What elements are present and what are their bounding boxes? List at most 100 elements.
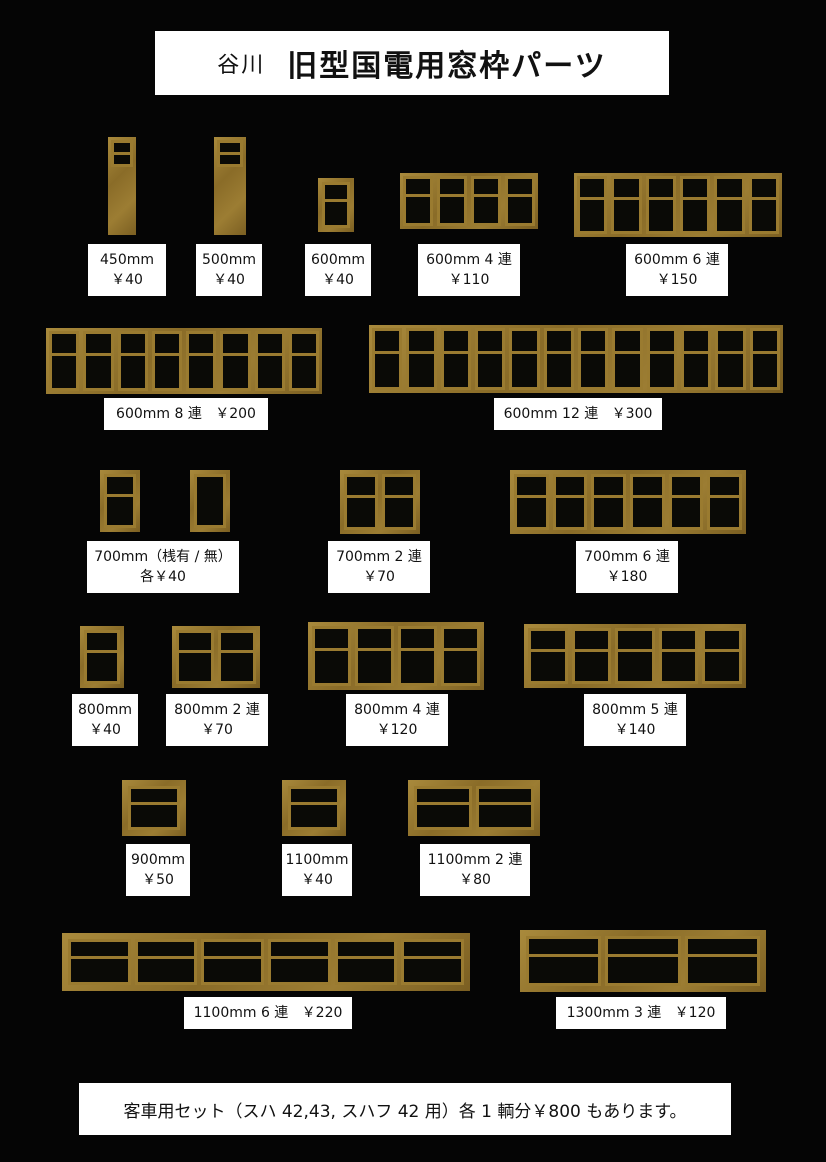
- window-pane: [403, 176, 433, 226]
- window-frame-part-800x2: [172, 626, 260, 688]
- window-pane: [201, 939, 265, 985]
- label-700x6: 700mm 6 連 ￥180: [576, 541, 678, 593]
- window-frame-part-1100: [282, 780, 346, 836]
- window-pane: [322, 182, 350, 228]
- price-text: ￥70: [363, 569, 395, 585]
- window-pane: [612, 328, 643, 390]
- window-pane: [514, 474, 549, 530]
- window-pane: [288, 331, 319, 391]
- window-frame-part-600x8: [46, 328, 322, 394]
- window-frame-part-600x6: [574, 173, 782, 237]
- size-text: 1100mm: [285, 852, 349, 868]
- price-text: ￥140: [614, 722, 656, 738]
- window-pane: [220, 331, 251, 391]
- window-pane: [372, 328, 403, 390]
- window-pane: [679, 176, 711, 234]
- window-pane: [128, 786, 180, 830]
- window-pane: [658, 628, 699, 684]
- window-pane: [401, 939, 465, 985]
- window-pane: [471, 176, 501, 226]
- window-pane: [254, 331, 285, 391]
- window-pane: [111, 140, 133, 167]
- label-1300x3: 1300mm 3 連 ￥120: [556, 997, 726, 1029]
- window-pane: [414, 786, 472, 830]
- window-pane: [194, 474, 226, 528]
- window-pane: [646, 328, 677, 390]
- price-text: ￥150: [656, 272, 698, 288]
- size-text: 1300mm 3 連: [566, 1005, 662, 1021]
- label-450: 450mm ￥40: [88, 244, 166, 296]
- window-pane: [218, 630, 256, 684]
- size-text: 800mm 5 連: [592, 702, 678, 718]
- window-pane: [714, 176, 745, 234]
- window-pane: [591, 474, 627, 530]
- window-frame-part-700x2: [340, 470, 420, 534]
- label-900: 900mm ￥50: [126, 844, 190, 896]
- window-pane: [748, 176, 779, 234]
- window-pane: [509, 328, 540, 390]
- window-pane: [104, 474, 136, 528]
- window-pane: [344, 474, 378, 530]
- size-text: 600mm 6 連: [634, 252, 720, 268]
- size-text: 700mm 6 連: [584, 549, 670, 565]
- window-pane: [217, 140, 243, 167]
- window-frame-part-600: [318, 178, 354, 232]
- label-600: 600mm ￥40: [305, 244, 371, 296]
- price-text: ￥40: [322, 272, 354, 288]
- window-pane: [312, 626, 351, 686]
- size-text: 900mm: [131, 852, 185, 868]
- window-pane: [645, 176, 676, 234]
- title-text: 旧型国電用窓枠パーツ: [287, 49, 607, 84]
- size-text: 600mm 4 連: [426, 252, 512, 268]
- window-pane: [151, 331, 182, 391]
- window-pane: [577, 328, 609, 390]
- window-frame-part-500: [214, 137, 246, 235]
- price-text: 各￥40: [140, 569, 186, 585]
- window-frame-part-1100x2: [408, 780, 540, 836]
- price-text: ￥300: [611, 406, 653, 422]
- window-pane: [441, 626, 480, 686]
- size-text: 600mm 8 連: [116, 406, 202, 422]
- maker-name: 谷川: [217, 53, 266, 78]
- window-pane: [440, 328, 471, 390]
- window-frame-part-450: [108, 137, 136, 235]
- window-pane: [543, 328, 574, 390]
- window-pane: [186, 331, 217, 391]
- window-frame-part-800: [80, 626, 124, 688]
- window-pane: [630, 474, 665, 530]
- window-pane: [505, 176, 535, 226]
- window-pane: [715, 328, 746, 390]
- window-frame-part-600x12: [369, 325, 783, 393]
- size-text: 700mm（桟有 / 無）: [94, 549, 232, 565]
- window-pane: [749, 328, 780, 390]
- label-500: 500mm ￥40: [196, 244, 262, 296]
- window-pane: [134, 939, 198, 985]
- window-pane: [552, 474, 588, 530]
- window-pane: [268, 939, 331, 985]
- window-pane: [611, 176, 642, 234]
- size-text: 500mm: [202, 252, 256, 268]
- label-800x2: 800mm 2 連 ￥70: [166, 694, 268, 746]
- price-text: ￥50: [142, 872, 174, 888]
- label-600x4: 600mm 4 連 ￥110: [418, 244, 520, 296]
- window-pane: [398, 626, 437, 686]
- window-pane: [684, 936, 760, 986]
- size-text: 1100mm 2 連: [427, 852, 523, 868]
- price-text: ￥40: [213, 272, 245, 288]
- size-text: 600mm: [311, 252, 365, 268]
- window-pane: [288, 786, 340, 830]
- window-frame-part-700b: [190, 470, 230, 532]
- window-pane: [68, 939, 131, 985]
- size-text: 450mm: [100, 252, 154, 268]
- window-pane: [437, 176, 467, 226]
- window-frame-part-700x6: [510, 470, 746, 534]
- label-1100x2: 1100mm 2 連 ￥80: [420, 844, 530, 896]
- window-pane: [406, 328, 437, 390]
- price-text: ￥120: [674, 1005, 716, 1021]
- label-800: 800mm ￥40: [72, 694, 138, 746]
- window-frame-part-900: [122, 780, 186, 836]
- window-pane: [49, 331, 80, 391]
- window-pane: [83, 331, 114, 391]
- label-600x8: 600mm 8 連 ￥200: [104, 398, 268, 430]
- window-pane: [707, 474, 743, 530]
